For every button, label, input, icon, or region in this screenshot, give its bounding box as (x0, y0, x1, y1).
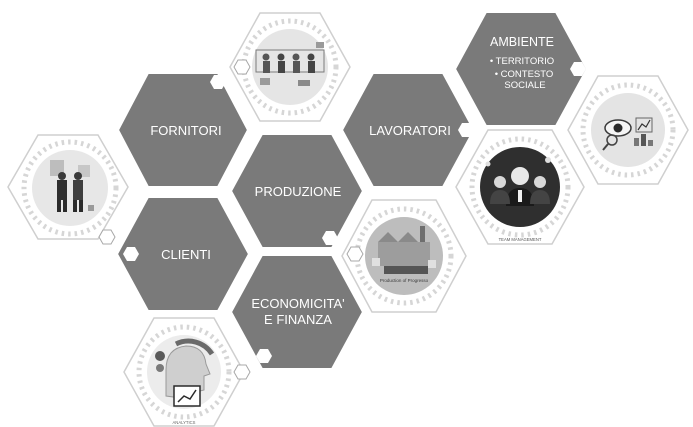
hexagon-clienti: CLIENTI (115, 196, 251, 312)
handshake-icon (50, 160, 94, 212)
factory-caption: Production of Progresso (380, 278, 429, 283)
lavoratori-label: LAVORATORI (369, 123, 451, 138)
hexagon-lavoratori: LAVORATORI (340, 72, 476, 188)
produzione-label: PRODUZIONE (255, 184, 342, 199)
team-management-icon (485, 157, 551, 206)
clienti-label: CLIENTI (161, 247, 211, 262)
ambiente-bullet-sociale: SOCIALE (504, 80, 545, 91)
team-caption: TEAM MANAGEMENT (499, 237, 542, 242)
people-network-image-hexagon (229, 12, 351, 122)
analytics-image-hexagon (567, 75, 689, 185)
team-management-image-hexagon: TEAM MANAGEMENT (455, 129, 585, 245)
hexagon-produzione: PRODUZIONE (229, 133, 365, 249)
hexagon-ambiente: AMBIENTE • TERRITORIO • CONTESTO SOCIALE (453, 11, 589, 127)
analytics-eye-icon (602, 117, 653, 151)
factory-image-hexagon: Production of Progresso (341, 199, 467, 313)
hexagon-economicita: ECONOMICITA' E FINANZA (229, 254, 365, 370)
fornitori-label: FORNITORI (150, 123, 221, 138)
ambiente-title: AMBIENTE (490, 35, 554, 49)
handshake-image-hexagon (7, 134, 129, 245)
people-network-icon (255, 42, 325, 86)
economicita-label-line2: E FINANZA (264, 312, 332, 327)
ambiente-bullet-territorio: • TERRITORIO (490, 56, 554, 67)
hexagon-fornitori: FORNITORI (116, 72, 250, 188)
analytics-caption: ANALYTICS (173, 420, 196, 425)
ambiente-bullet-contesto: • CONTESTO (495, 69, 554, 80)
factory-icon (372, 226, 436, 274)
head-gears-icon (155, 338, 215, 407)
head-gears-image-hexagon: ANALYTICS (123, 317, 251, 427)
economicita-label-line1: ECONOMICITA' (251, 296, 344, 311)
